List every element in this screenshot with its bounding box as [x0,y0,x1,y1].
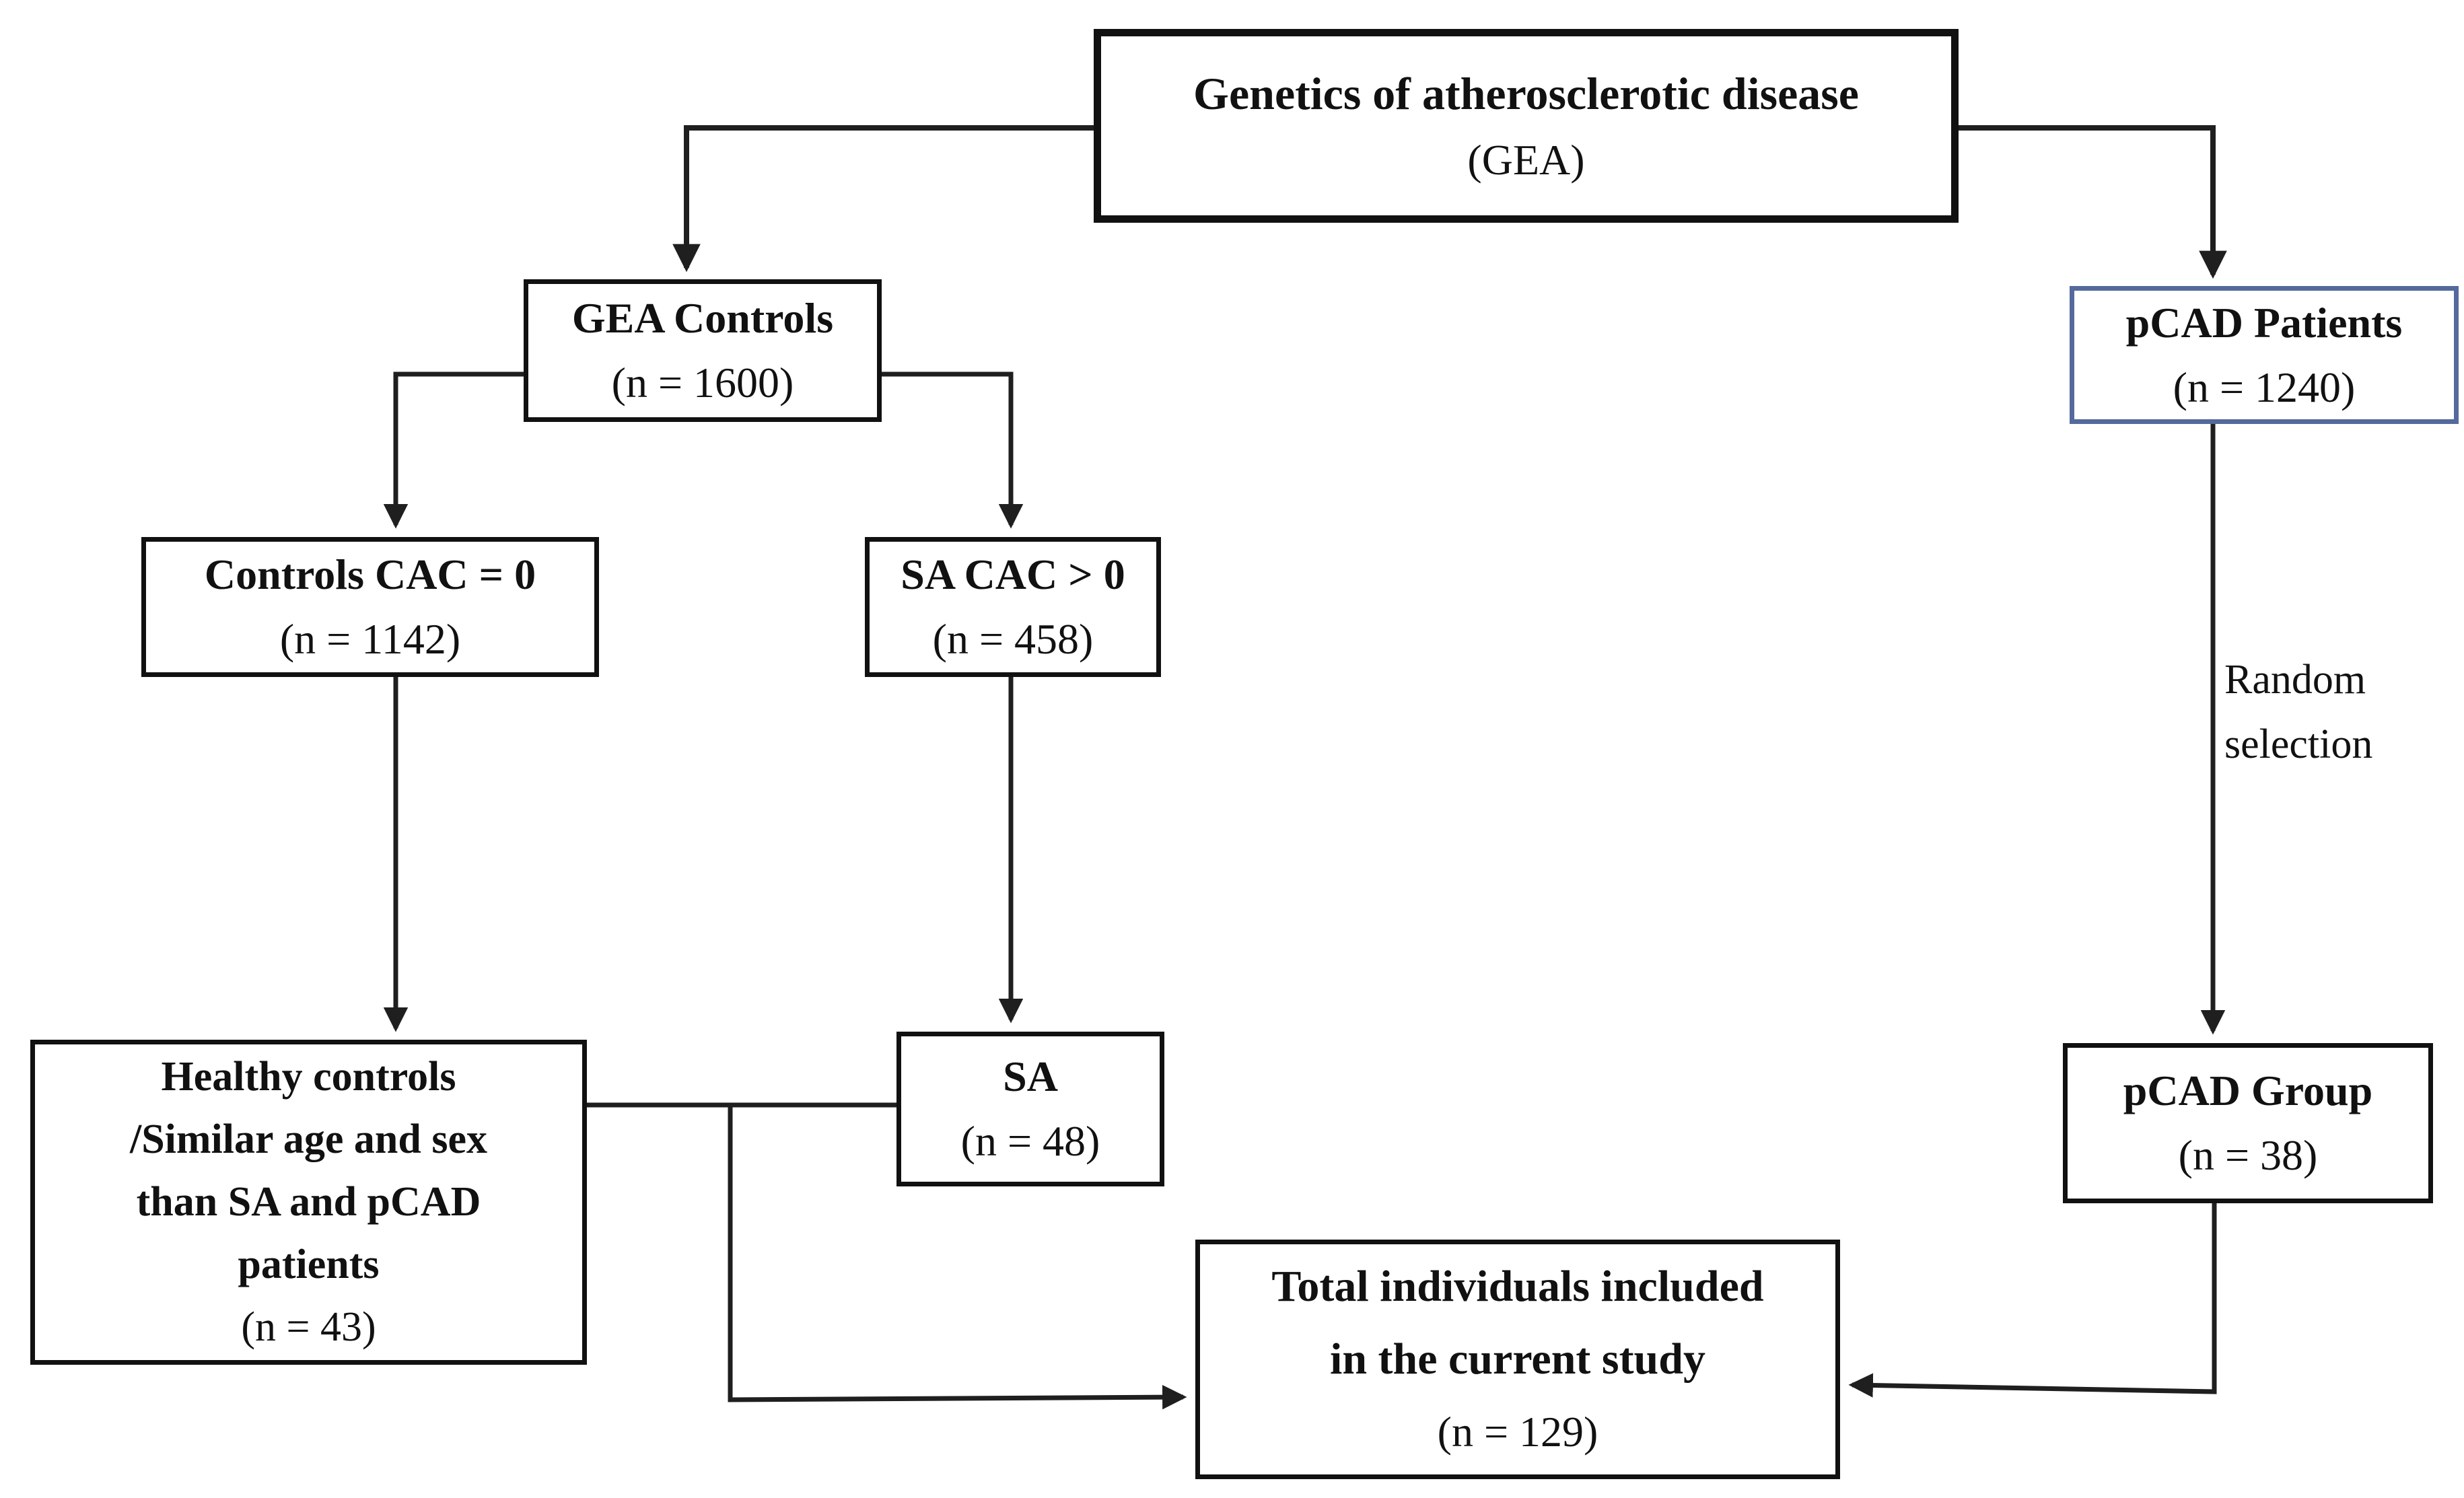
connector-gea-to-pcad-patients [1955,125,2227,279]
node-total-count: (n = 129) [1437,1408,1598,1456]
node-controls-cac0: Controls CAC = 0 (n = 1142) [141,537,599,677]
connector-gea-controls-to-sa-cac [882,371,1024,529]
node-gea: Genetics of atherosclerotic disease (GEA… [1094,29,1959,223]
node-healthy-controls-line1: Healthy controls [161,1054,456,1100]
connector-gea-to-gea-controls [672,125,1094,273]
node-healthy-controls-line4: patients [238,1242,380,1287]
node-healthy-controls-line2: /Similar age and sex [129,1116,488,1162]
connector-gea-controls-to-controls-cac0 [383,371,524,529]
node-gea-controls-title: GEA Controls [571,294,834,342]
node-sa: SA (n = 48) [896,1032,1164,1186]
node-pcad-patients-title: pCAD Patients [2125,298,2403,347]
node-pcad-group: pCAD Group (n = 38) [2063,1043,2433,1203]
node-pcad-patients: pCAD Patients (n = 1240) [2070,286,2459,424]
node-pcad-group-title: pCAD Group [2123,1067,2373,1114]
node-healthy-controls-line3: than SA and pCAD [136,1179,481,1225]
random-selection-label: Random selection [2224,647,2372,777]
node-healthy-controls: Healthy controls /Similar age and sex th… [30,1040,587,1365]
random-selection-label-line2: selection [2224,721,2373,767]
node-healthy-controls-count: (n = 43) [241,1304,376,1350]
node-controls-cac0-count: (n = 1142) [279,615,461,663]
node-gea-subtitle: (GEA) [1467,136,1585,184]
node-sa-cac-gt0-title: SA CAC > 0 [901,550,1125,598]
node-total-line1: Total individuals included [1271,1262,1764,1311]
node-controls-cac0-title: Controls CAC = 0 [204,550,536,598]
random-selection-label-line1: Random [2224,657,2366,703]
node-total-line2: in the current study [1330,1334,1705,1384]
connector-pcad-group-to-total [1848,1203,2217,1398]
node-total: Total individuals included in the curren… [1195,1240,1840,1479]
node-sa-title: SA [1003,1053,1058,1100]
node-sa-count: (n = 48) [960,1117,1100,1165]
node-pcad-group-count: (n = 38) [2178,1131,2318,1179]
node-sa-cac-gt0-count: (n = 458) [932,615,1094,663]
node-gea-controls: GEA Controls (n = 1600) [524,279,882,422]
node-sa-cac-gt0: SA CAC > 0 (n = 458) [865,537,1161,677]
node-gea-controls-count: (n = 1600) [611,359,794,406]
node-pcad-patients-count: (n = 1240) [2173,363,2356,411]
connector-healthy-sa-to-total [728,1105,1187,1410]
node-gea-title: Genetics of atherosclerotic disease [1193,68,1859,119]
